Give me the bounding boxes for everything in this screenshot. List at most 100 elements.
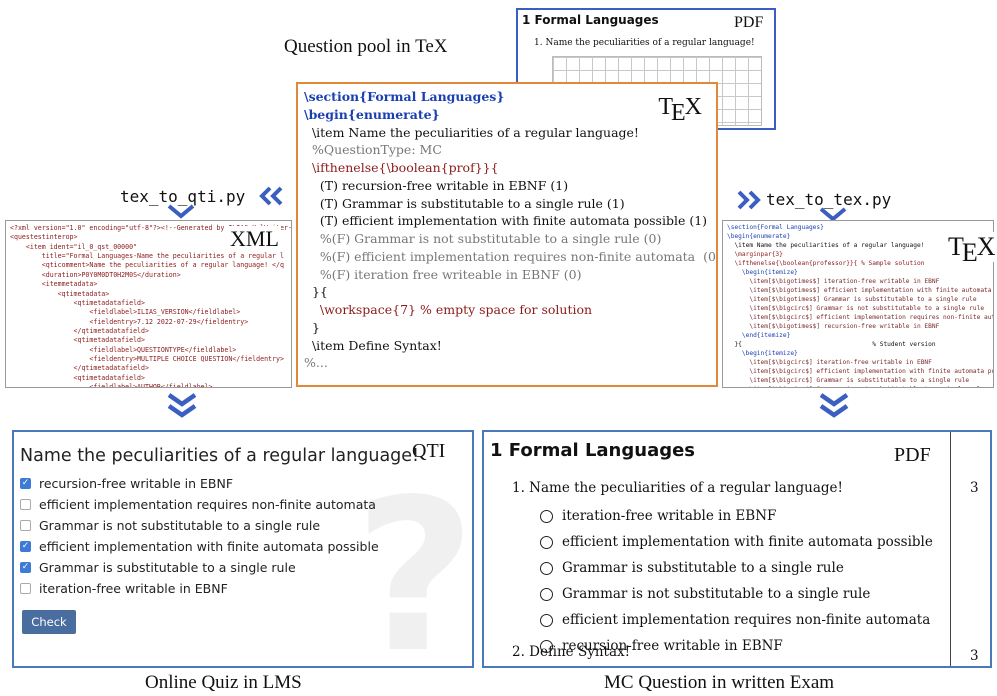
tex-output-line: \end{itemize} xyxy=(727,331,791,339)
exam-option-label: iteration-free writable in EBNF xyxy=(562,508,777,524)
xml-line: <itemmetadata> xyxy=(10,280,98,289)
right-double-chevron-icon xyxy=(737,190,761,210)
checkbox-checked-icon[interactable]: ✓ xyxy=(20,561,31,573)
exam-question-2: 2. Define Syntax! xyxy=(512,644,631,660)
tex-source-line: \workspace{7} % empty space for solution xyxy=(304,302,593,317)
tex-source-line: %... xyxy=(304,355,328,371)
exam-section-title: 1 Formal Languages xyxy=(490,440,696,461)
qti-quiz-panel: ? QTI Name the peculiarities of a regula… xyxy=(12,430,474,668)
quiz-option[interactable]: ✓recursion-free writable in EBNF xyxy=(20,474,233,492)
tex-output-line: \marginpar{3} xyxy=(727,250,783,258)
tex-output-line: \begin{enumerate} xyxy=(727,232,791,240)
xml-line: <qtimetadatafield> xyxy=(10,373,145,382)
tex-source-line: \section{Formal Languages} xyxy=(304,89,505,104)
quiz-option[interactable]: efficient implementation requires non-fi… xyxy=(20,495,376,513)
empty-circle-icon xyxy=(540,587,553,601)
margin-divider xyxy=(950,432,951,666)
tex-output-line: \item[$\bigotimes$] Grammar is substitut… xyxy=(727,295,977,303)
exam-points-1: 3 xyxy=(970,480,979,496)
tex-output-line: \begin{itemize} xyxy=(727,268,798,276)
quiz-option-label: Grammar is substitutable to a single rul… xyxy=(39,559,296,575)
online-quiz-label: Online Quiz in LMS xyxy=(145,672,302,693)
quiz-option-label: iteration-free writable in EBNF xyxy=(39,580,228,596)
pdf-top-section-title: 1 Formal Languages xyxy=(522,13,659,27)
xml-line: <duration>P0Y0M0DT0H2M0S</duration> xyxy=(10,270,181,279)
tex-output-line: \item[$\bigcirc$] efficient implementati… xyxy=(727,313,994,321)
xml-line: <qtimetadatafield> xyxy=(10,298,145,307)
exam-option: Grammar is not substitutable to a single… xyxy=(540,586,870,602)
quiz-question: Name the peculiarities of a regular lang… xyxy=(20,446,420,466)
xml-line: <questestinterop> xyxy=(10,233,78,242)
tex-source-box: \section{Formal Languages} \begin{enumera… xyxy=(296,82,718,387)
tex-output-line: \item[$\bigotimes$] iteration-free writa… xyxy=(727,277,940,285)
exam-option-label: efficient implementation requires non-fi… xyxy=(562,612,931,628)
empty-circle-icon xyxy=(540,535,553,549)
exam-option: recursion-free writable in EBNF xyxy=(540,638,783,654)
tex-source-line: \item Name the peculiarities of a regula… xyxy=(304,124,639,140)
down-double-chevron-icon xyxy=(819,393,849,418)
pdf-exam-panel: 1 Formal Languages PDF 1. Name the pecul… xyxy=(482,430,992,668)
xml-line: <fieldlabel>AUTHOR</fieldlabel> xyxy=(10,383,213,388)
quiz-option[interactable]: Grammar is not substitutable to a single… xyxy=(20,516,320,534)
tex-source-line: \begin{enumerate} xyxy=(304,106,440,122)
tex-source-line: (T) Grammar is substitutable to a single… xyxy=(304,195,625,211)
empty-circle-icon xyxy=(540,639,553,653)
checkbox-empty-icon[interactable] xyxy=(20,519,31,531)
exam-option-label: Grammar is not substitutable to a single… xyxy=(562,586,871,602)
exam-option-label: efficient implementation with finite aut… xyxy=(562,534,933,550)
tex-source-line: } xyxy=(304,319,320,335)
tex-source-lines: \section{Formal Languages} \begin{enumera… xyxy=(304,88,718,372)
tex-source-line: \item Define Syntax! xyxy=(304,337,442,353)
tex-output-line: \ifthenelse{\boolean{professor}}{ % Samp… xyxy=(727,259,925,267)
tex-logo: TEX xyxy=(658,94,702,126)
tex-source-line: (T) recursion-free writable in EBNF (1) xyxy=(304,177,569,193)
tex-output-line: \item[$\bigcirc$] iteration-free writabl… xyxy=(727,358,932,366)
tex-output-line: \item[$\bigotimes$] efficient implementa… xyxy=(749,286,992,294)
quiz-option-label: efficient implementation with finite aut… xyxy=(39,538,379,554)
checkbox-empty-icon[interactable] xyxy=(20,582,31,594)
down-chevron-icon xyxy=(819,207,847,222)
quiz-option[interactable]: ✓ Grammar is substitutable to a single ru… xyxy=(20,558,296,576)
quiz-option[interactable]: ✓ efficient implementation with finite au… xyxy=(20,537,379,555)
exam-option-label: recursion-free writable in EBNF xyxy=(562,638,783,654)
empty-circle-icon xyxy=(540,509,553,523)
xml-line: <fieldlabel>QUESTIONTYPE</fieldlabel> xyxy=(10,345,237,354)
qti-tag: QTI xyxy=(412,440,446,462)
tex-output-logo: TEX xyxy=(946,232,997,267)
quiz-option-label: efficient implementation requires non-fi… xyxy=(39,496,376,512)
question-pool-label: Question pool in TeX xyxy=(284,36,448,57)
tex-source-line: %(F) iteration free writeable in EBNF (0… xyxy=(304,266,582,282)
pdf-top-tag: PDF xyxy=(734,14,764,31)
checkbox-empty-icon[interactable] xyxy=(20,498,31,510)
mc-exam-label: MC Question in written Exam xyxy=(604,672,835,693)
tex-source-line: %(F) Grammar is not substitutable to a s… xyxy=(304,231,662,246)
tex-to-tex-label: tex_to_tex.py xyxy=(766,190,892,209)
exam-pdf-tag: PDF xyxy=(894,444,931,466)
xml-line: </qtimetadatafield> xyxy=(10,364,149,373)
tex-source-line: %QuestionType: MC xyxy=(304,142,442,158)
down-double-chevron-icon xyxy=(167,393,197,418)
exam-option: efficient implementation requires non-fi… xyxy=(540,612,930,628)
exam-option: iteration-free writable in EBNF xyxy=(540,508,776,524)
left-double-chevron-icon xyxy=(259,186,283,206)
tex-output-line: \item Name the peculiarities of a regula… xyxy=(727,241,925,249)
exam-option-label: Grammar is substitutable to a single rul… xyxy=(562,560,844,576)
tex-source-line: \ifthenelse{\boolean{prof}}{ xyxy=(304,160,499,175)
exam-points-2: 3 xyxy=(970,648,979,664)
xml-line: <qtimetadatafield> xyxy=(10,336,145,345)
empty-circle-icon xyxy=(540,613,553,627)
tex-output-line: \item[$\bigotimes$] recursion-free writa… xyxy=(727,322,940,330)
checkbox-checked-icon[interactable]: ✓ xyxy=(20,477,31,489)
quiz-option[interactable]: iteration-free writable in EBNF xyxy=(20,579,228,597)
checkbox-checked-icon[interactable]: ✓ xyxy=(20,540,31,552)
tex-output-line: \item[$\bigcirc$] Grammar is substitutab… xyxy=(727,376,970,384)
empty-circle-icon xyxy=(540,561,553,575)
tex-source-line: %(F) efficient implementation requires n… xyxy=(304,248,718,264)
xml-line: </qtimetadatafield> xyxy=(10,326,149,335)
xml-tag: XML xyxy=(228,226,281,252)
check-button[interactable]: Check xyxy=(22,610,76,634)
exam-option: efficient implementation with finite aut… xyxy=(540,534,933,550)
tex-output-line: \item[$\bigcirc$] efficient implementati… xyxy=(727,367,994,375)
quiz-option-label: Grammar is not substitutable to a single… xyxy=(39,517,321,533)
xml-line: <fieldentry>MULTIPLE CHOICE QUESTION</fi… xyxy=(10,355,284,364)
